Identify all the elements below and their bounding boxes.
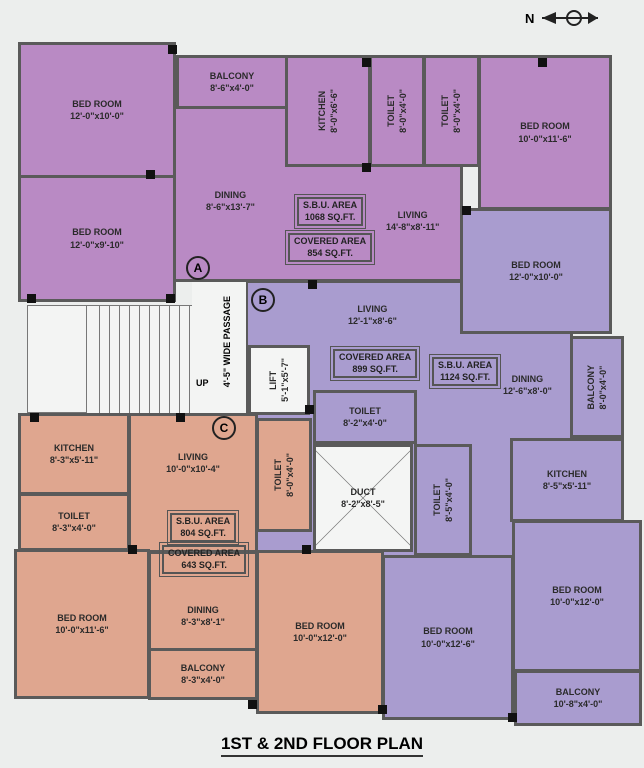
room-size: 12'-0"x9'-10" xyxy=(70,239,124,250)
title-wrap: 1ST & 2ND FLOOR PLAN xyxy=(0,734,644,757)
column xyxy=(166,294,175,303)
plan-title: 1ST & 2ND FLOOR PLAN xyxy=(220,734,424,757)
unit-a-bedroom-1: BED ROOM 12'-0"x10'-0" xyxy=(18,42,176,178)
unit-b-marker: B xyxy=(251,288,275,312)
column xyxy=(146,170,155,179)
column xyxy=(302,545,311,554)
column xyxy=(168,45,177,54)
column xyxy=(362,58,371,67)
stair-landing xyxy=(27,305,87,413)
column xyxy=(30,413,39,422)
north-arrow: N xyxy=(525,8,600,28)
column xyxy=(27,294,36,303)
unit-a-marker: A xyxy=(186,256,210,280)
column xyxy=(462,206,471,215)
room-size: 12'-0"x10'-0" xyxy=(70,111,124,121)
column xyxy=(538,58,547,67)
column xyxy=(176,413,185,422)
north-label: N xyxy=(525,10,535,26)
column xyxy=(362,163,371,172)
column xyxy=(378,705,387,714)
column xyxy=(248,700,257,709)
room-name: BED ROOM xyxy=(72,227,122,238)
stair-up-label: UP xyxy=(196,378,209,388)
column xyxy=(508,713,517,722)
column xyxy=(305,405,314,414)
compass-arrow-icon xyxy=(542,10,599,26)
column xyxy=(128,545,137,554)
unit-c-marker: C xyxy=(212,416,236,440)
passage-label: 4'-5" WIDE PASSAGE xyxy=(222,296,232,388)
passage xyxy=(192,282,246,414)
room-name: BED ROOM xyxy=(72,98,122,109)
column xyxy=(308,280,317,289)
